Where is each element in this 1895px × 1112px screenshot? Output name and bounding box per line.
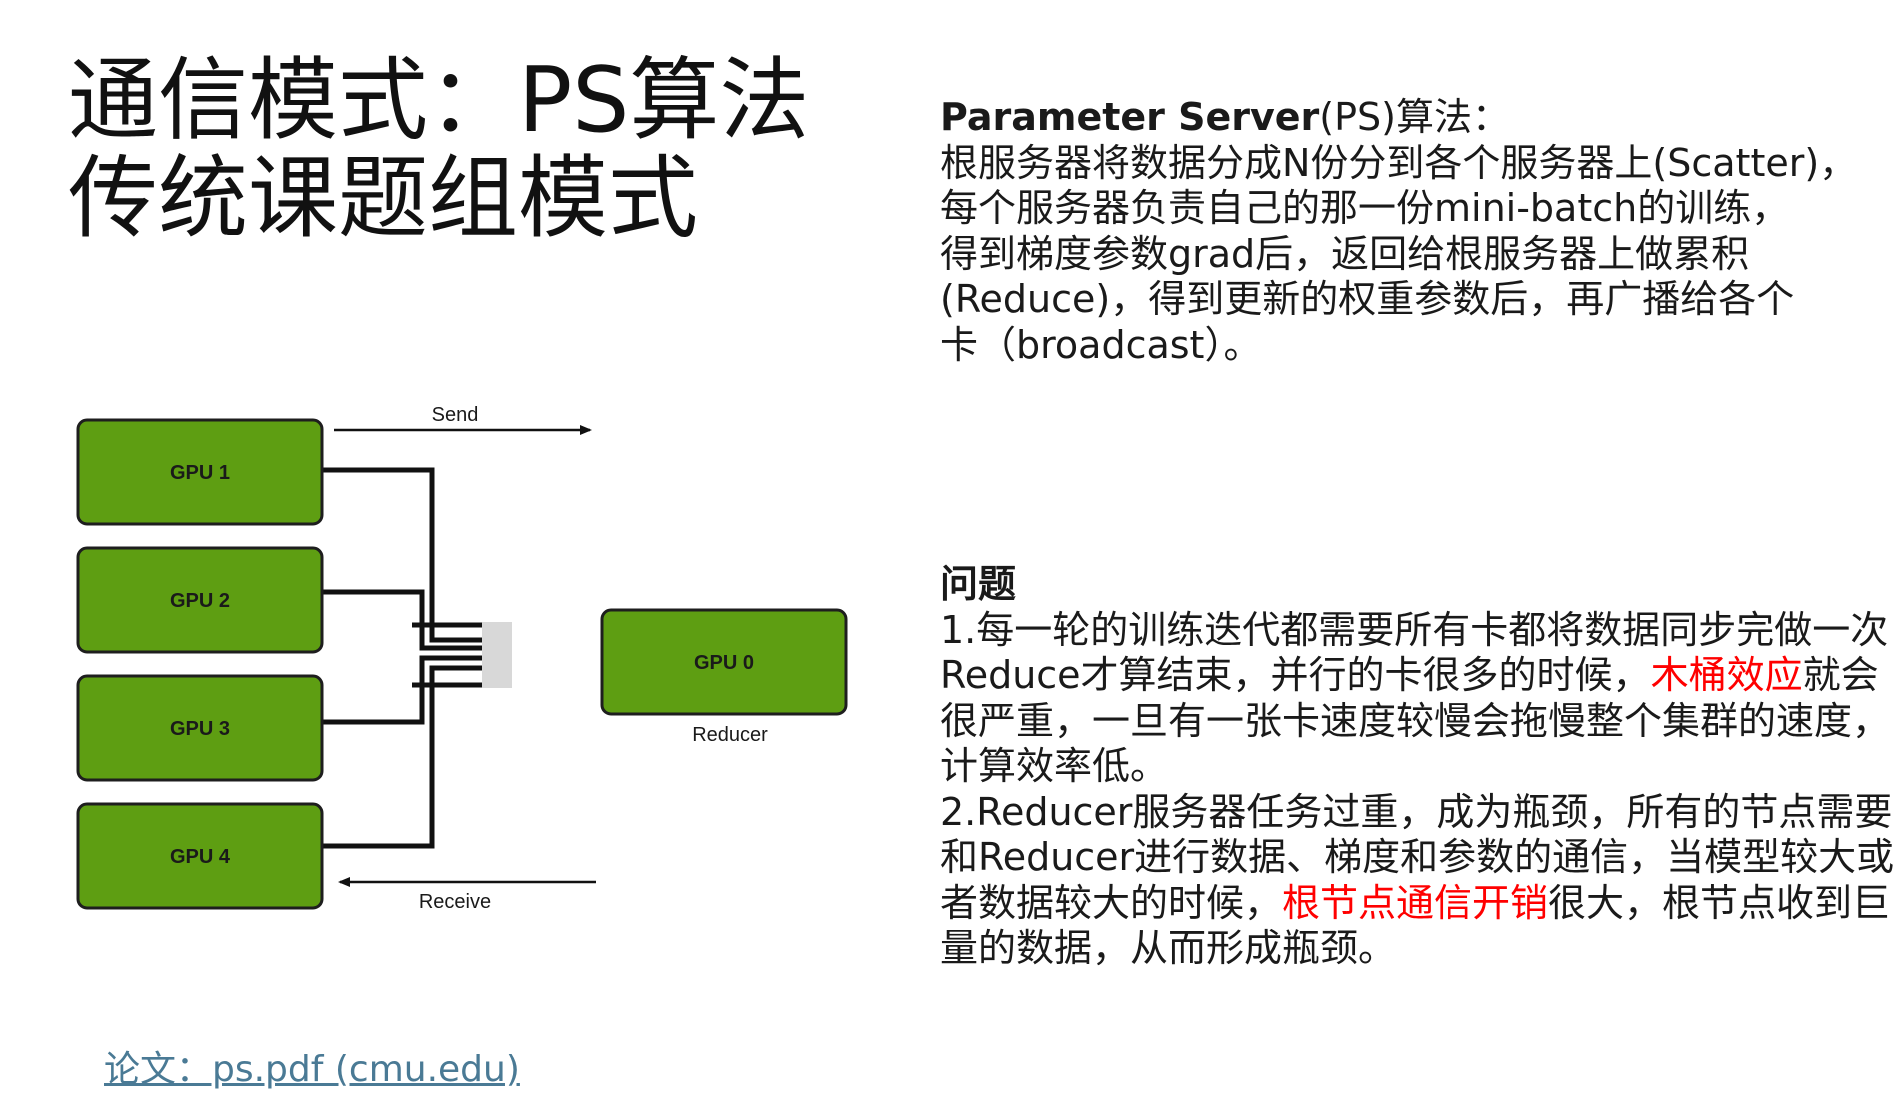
issue-line: 1.每一轮的训练迭代都需要所有卡都将数据同步完做一次 (940, 607, 1889, 652)
gpu-2-label: GPU 2 (170, 590, 230, 612)
ps-line: 根服务器将数据分成N份分到各个服务器上(Scatter)， (940, 140, 1858, 185)
gpu-1-box (76, 418, 324, 526)
send-label: Send (432, 404, 479, 426)
reducer-label: Reducer (692, 724, 768, 746)
gpu-3-box (76, 674, 324, 782)
ps-description: Parameter Server(PS)算法： 根服务器将数据分成N份分到各个服… (940, 95, 1880, 368)
paper-link[interactable]: 论文：ps.pdf (cmu.edu) (104, 1049, 520, 1090)
ps-architecture-diagram: GPU 1 GPU 2 GPU 3 GPU 4 GPU 0 Reducer Se… (72, 400, 862, 930)
gpu-4-label: GPU 4 (170, 846, 231, 868)
ps-heading-bold: Parameter Server (940, 95, 1320, 139)
ps-line: (Reduce)，得到更新的权重参数后，再广播给各个 (940, 277, 1795, 321)
issue-line: 者数据较大的时候，根节点通信开销很大，根节点收到巨 (940, 880, 1891, 925)
slide-title: 通信模式：PS算法 传统课题组模式 (68, 52, 809, 248)
ps-line: 每个服务器负责自己的那一份mini-batch的训练， (940, 186, 1790, 230)
gpu-4-box (76, 802, 324, 910)
receive-label: Receive (419, 891, 491, 913)
gpu-1-label: GPU 1 (170, 462, 230, 484)
diagram-svg: GPU 1 GPU 2 GPU 3 GPU 4 GPU 0 Reducer Se… (76, 404, 848, 913)
ps-heading: Parameter Server(PS)算法： (940, 95, 1880, 141)
issues-description: 问题 1.每一轮的训练迭代都需要所有卡都将数据同步完做一次 Reduce才算结束… (940, 562, 1895, 972)
highlight-bucket-effect: 木桶效应 (1650, 653, 1803, 697)
issue-line: 计算效率低。 (940, 744, 1169, 788)
reducer-gpu-box (600, 608, 848, 716)
issue-line: 和Reducer进行数据、梯度和参数的通信，当模型较大或 (940, 835, 1895, 879)
ps-heading-rest: (PS)算法： (1319, 95, 1510, 139)
reducer-gpu-label: GPU 0 (694, 652, 754, 674)
title-line-1: 通信模式：PS算法 (68, 48, 810, 153)
ps-line: 得到梯度参数grad后，返回给根服务器上做累积 (940, 231, 1750, 276)
issue-line: 很严重，一旦有一张卡速度较慢会拖慢整个集群的速度， (940, 698, 1891, 743)
highlight-root-comm-cost: 根节点通信开销 (1282, 880, 1549, 925)
connector-lines (322, 467, 482, 849)
bundle-connector (482, 622, 512, 688)
issue-line: 量的数据，从而形成瓶颈。 (940, 926, 1397, 970)
title-line-2: 传统课题组模式 (68, 146, 698, 251)
issue-line: Reduce才算结束，并行的卡很多的时候，木桶效应就会 (940, 653, 1879, 697)
gpu-2-box (76, 546, 324, 654)
gpu-3-label: GPU 3 (170, 718, 230, 740)
issue-line: 2.Reducer服务器任务过重，成为瓶颈，所有的节点需要 (940, 789, 1893, 834)
issues-heading: 问题 (940, 562, 1017, 606)
ps-line: 卡（broadcast）。 (940, 322, 1262, 367)
